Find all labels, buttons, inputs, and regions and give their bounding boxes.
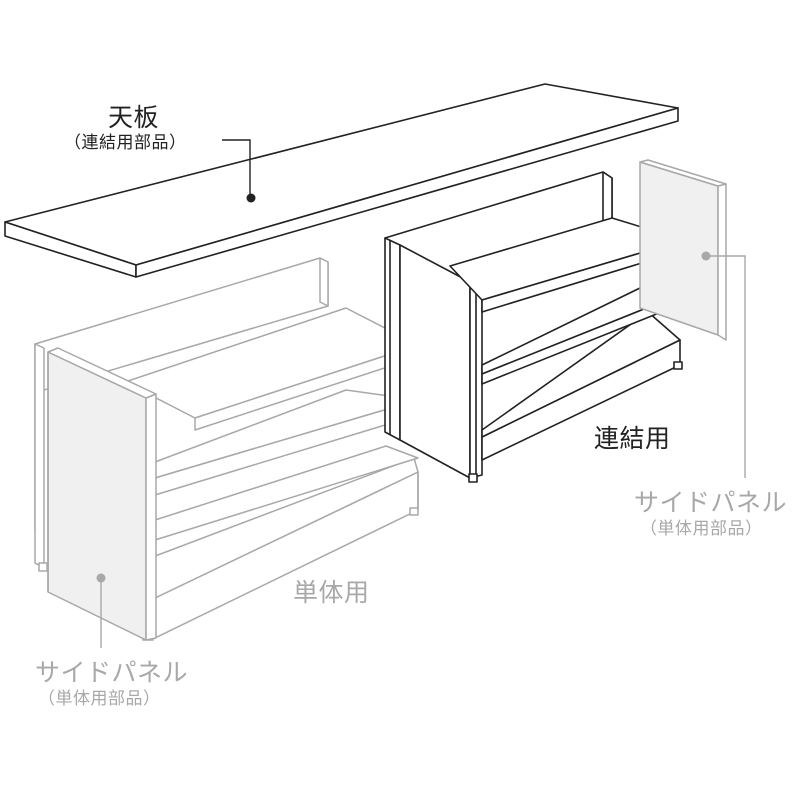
leader-side-panel-right: [701, 251, 746, 478]
side-panel-left-subtitle: （単体用部品）: [38, 689, 161, 709]
side-panel-left-title: サイドパネル: [35, 658, 189, 687]
top-board-title: 天板: [108, 103, 160, 132]
leader-side-panel-left: [96, 573, 106, 648]
linked-unit-label: 連結用: [594, 424, 671, 453]
side-panel-right-title: サイドパネル: [634, 488, 788, 517]
side-panel-right: [639, 159, 727, 341]
single-unit-label: 単体用: [293, 578, 370, 607]
leader-top-board: [222, 139, 256, 203]
top-board: [4, 83, 679, 278]
linked-unit: [384, 171, 685, 483]
single-unit: [34, 257, 419, 641]
side-panel-right-subtitle: （単体用部品）: [640, 519, 763, 539]
top-board-subtitle: （連結用部品）: [64, 133, 187, 153]
